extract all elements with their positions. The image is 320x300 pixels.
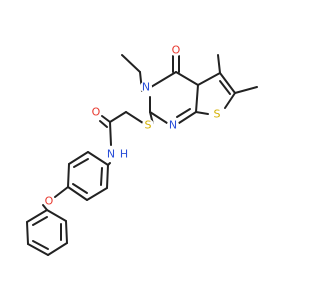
bond-n1-c2: [149, 111, 168, 124]
atom-label-halo: [142, 119, 154, 131]
thiophene-sulfur-label: S: [214, 108, 221, 121]
bond-ar2-3: [27, 243, 49, 256]
bonds: [26, 54, 258, 256]
linker-sulfur-label: S: [145, 119, 152, 132]
atom-label-halo: [140, 81, 152, 93]
bond-c5-methyl: [217, 54, 221, 74]
atom-label-halo: [43, 195, 55, 207]
bond-ar1-6-inner: [100, 167, 103, 186]
bond-ar1-5: [86, 187, 108, 201]
bond-ar2-6: [46, 209, 67, 222]
bond-ar2-3-inner: [32, 240, 49, 250]
bond-ar1-2-inner: [73, 158, 89, 168]
bond-co-nh: [109, 121, 112, 146]
bond-c5-c6-inner: [219, 80, 231, 95]
bond-ar1-3: [67, 163, 70, 188]
ether-oxygen-label: O: [45, 195, 54, 208]
bond-c7a-n1-inner: [176, 108, 191, 118]
bond-ar1-o: [54, 186, 69, 198]
atom-label-halo: [105, 148, 117, 160]
atom-label-halo: [170, 44, 182, 56]
atom-label-halo: [211, 108, 223, 120]
ring-nitrogen-n1-label: N: [169, 119, 177, 132]
bond-n3-c4: [150, 71, 177, 88]
bond-ch2-co: [109, 111, 127, 123]
bond-ar1-4-inner: [72, 183, 88, 194]
bond-ar1-6: [106, 164, 109, 189]
amide-hydrogen-label: H: [120, 148, 128, 161]
bond-c4a-c7a: [195, 84, 199, 113]
atom-label-halo: [167, 119, 179, 131]
bond-s-c7a: [195, 111, 209, 115]
bond-ar2-4: [47, 242, 68, 256]
bond-c5-c6: [219, 72, 236, 94]
bond-co-o-a: [101, 115, 111, 123]
bond-ar2-1: [26, 209, 48, 223]
bond-c4a-c5: [197, 72, 221, 86]
bond-ar2-2: [26, 221, 29, 245]
atom-label-halo: [90, 106, 102, 118]
bond-ar2-5: [65, 220, 68, 244]
bond-s-ch2: [125, 111, 144, 124]
bond-ar1-4: [67, 186, 88, 201]
bond-c4-c4a: [175, 71, 199, 86]
atom-label-halo: [118, 148, 130, 160]
bond-o-ar2: [42, 204, 48, 211]
bond-ethyl-ch3: [121, 54, 141, 73]
bond-ar2-1-inner: [32, 216, 48, 226]
molecule-structure: O N S N S O N H O: [26, 44, 258, 256]
carbonyl-oxygen-label: O: [172, 44, 181, 57]
bond-c7a-n1: [178, 111, 197, 124]
bond-ar1-1: [87, 151, 109, 166]
atom-labels: O N S N S O N H O: [43, 44, 223, 208]
bond-c6-methyl: [234, 86, 258, 94]
amide-oxygen-label: O: [92, 106, 101, 119]
structure-canvas: O N S N S O N H O: [26, 43, 258, 256]
bond-co-o-b: [99, 120, 108, 128]
amide-nitrogen-label: N: [107, 148, 115, 161]
bond-ar1-2: [68, 151, 89, 165]
ring-nitrogen-n3-label: N: [142, 81, 150, 94]
bond-c6-s: [224, 92, 236, 109]
